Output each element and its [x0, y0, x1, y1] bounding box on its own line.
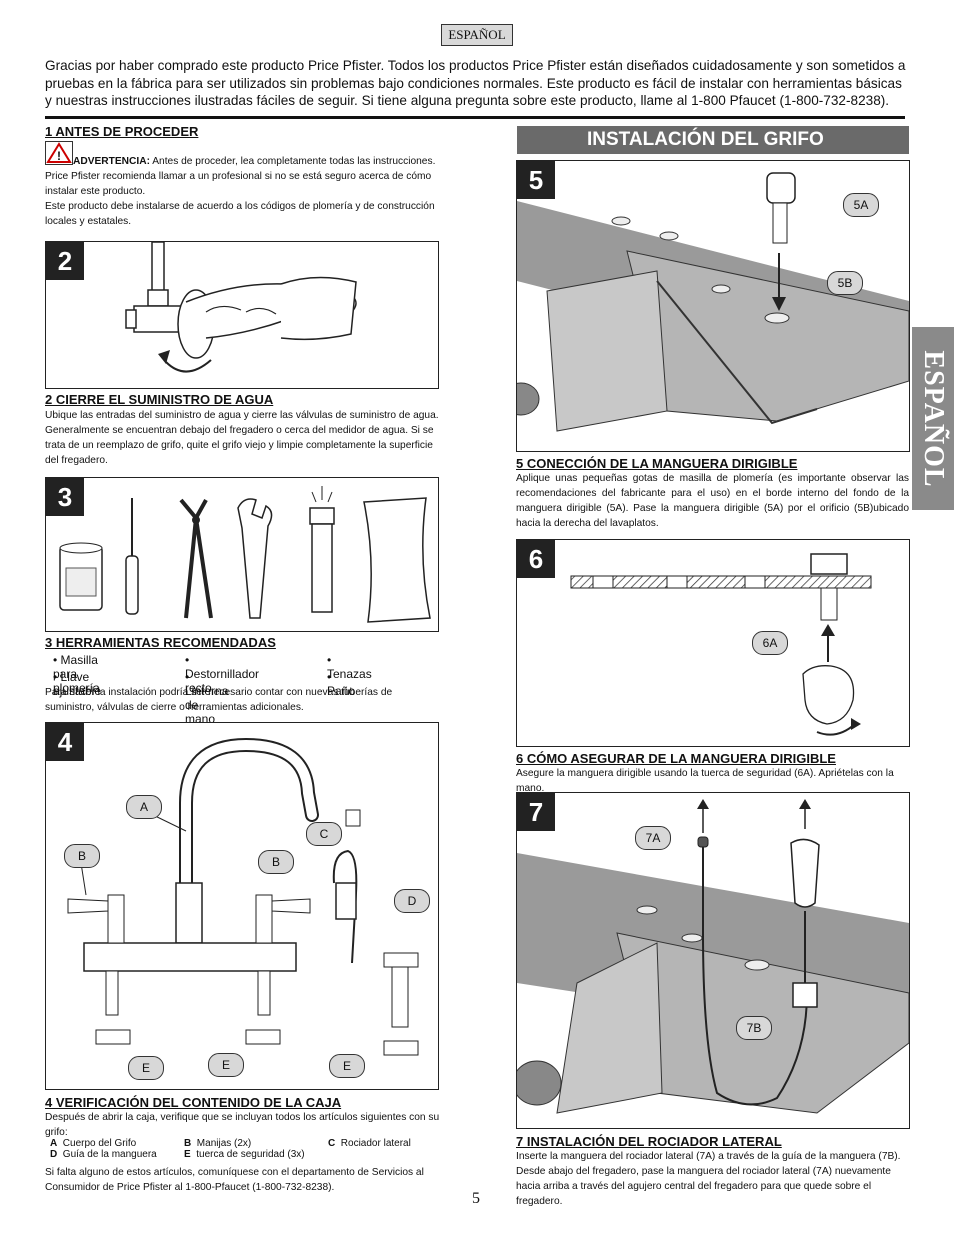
section7-heading: 7 INSTALACIÓN DEL ROCIADOR LATERAL [516, 1134, 782, 1149]
callout-label: E [208, 1053, 244, 1077]
callout-label: 5A [843, 193, 879, 217]
section4-heading: 4 VERIFICACIÓN DEL CONTENIDO DE LA CAJA [45, 1095, 342, 1110]
section3-heading: 3 HERRAMIENTAS RECOMENDADAS [45, 635, 276, 650]
section5-text: Aplique unas pequeñas gotas de masilla d… [516, 473, 909, 529]
language-side-tab: ESPAÑOL [912, 327, 954, 510]
intro-paragraph: Gracias por haber comprado este producto… [45, 58, 906, 108]
adjustable-wrench-icon [237, 498, 273, 619]
callout-label: D [394, 889, 430, 913]
svg-text:!: ! [57, 149, 61, 163]
contents-list: A Cuerpo del Grifo B Manijas (2x) C Roci… [50, 1138, 415, 1160]
contents-item: E tuerca de seguridad (3x) [184, 1149, 305, 1160]
callout-label: E [128, 1056, 164, 1080]
callout-label: A [126, 795, 162, 819]
tool-item: • Masilla para plomería [53, 653, 100, 695]
language-label: ESPAÑOL [441, 24, 513, 46]
warning-text: ADVERTENCIA: Antes de proceder, lea comp… [45, 156, 436, 197]
callout-label: E [329, 1054, 365, 1078]
page-number: 5 [472, 1190, 480, 1207]
section1-heading: 1 ANTES DE PROCEDER [45, 124, 199, 139]
cloth-icon [363, 497, 431, 623]
section4-intro: Después de abrir la caja, verifique que … [45, 1112, 440, 1138]
step7-illustration: 7 7A 7B [516, 792, 910, 1129]
step4-contents-illustration: 4 A B B C D E E E [45, 722, 439, 1090]
step-number: 6 [517, 540, 555, 578]
callout-label: C [306, 822, 342, 846]
callout-label: 5B [827, 271, 863, 295]
callout-label: 7A [635, 826, 671, 850]
flashlight-icon [309, 486, 335, 613]
step5-illustration: 5 5A 5B [516, 160, 910, 452]
contents-item: A Cuerpo del Grifo [50, 1138, 137, 1149]
section6-heading: 6 CÓMO ASEGURAR DE LA MANGUERA DIRIGIBLE [516, 751, 836, 766]
step-number: 7 [517, 793, 555, 831]
section2-text: Ubique las entradas del suministro de ag… [45, 410, 439, 466]
callout-label: 7B [736, 1016, 772, 1040]
section4-note: Si falta alguno de estos artículos, comu… [45, 1167, 424, 1193]
section1-note: Este producto debe instalarse de acuerdo… [45, 201, 435, 227]
tool-item: • Destornillador recto [185, 653, 260, 695]
screwdriver-icon [125, 498, 139, 615]
contents-item: B Manijas (2x) [184, 1138, 252, 1149]
pliers-icon [179, 498, 213, 619]
step6-illustration: 6 6A [516, 539, 910, 747]
contents-item: D Guía de la manguera [50, 1149, 157, 1160]
header-divider [45, 116, 905, 119]
step-number: 2 [46, 242, 84, 280]
section3-note: Para hacer la instalación podría ser nec… [45, 687, 393, 713]
tool-item: • Paño [327, 670, 356, 698]
step2-illustration: 2 [45, 241, 439, 389]
section7-text: Inserte la manguera del rociador lateral… [516, 1151, 901, 1207]
section2-heading: 2 CIERRE EL SUMINISTRO DE AGUA [45, 392, 274, 407]
warning-icon: ! [45, 141, 73, 165]
step-number: 5 [517, 161, 555, 199]
step3-tools-illustration: 3 [45, 477, 439, 632]
step-number: 4 [46, 723, 84, 761]
putty-jar-icon [59, 542, 103, 611]
step-number: 3 [46, 478, 84, 516]
callout-label: B [64, 844, 100, 868]
install-section-title: INSTALACIÓN DEL GRIFO [517, 126, 909, 154]
callout-label: 6A [752, 631, 788, 655]
section6-text: Asegure la manguera dirigible usando la … [516, 768, 894, 794]
contents-item: C Rociador lateral [328, 1138, 411, 1149]
tool-item: • Llave ajustable [53, 670, 102, 698]
callout-label: B [258, 850, 294, 874]
tool-item: • Tenazas [327, 653, 372, 681]
section5-heading: 5 CONECCIÓN DE LA MANGUERA DIRIGIBLE [516, 456, 798, 471]
